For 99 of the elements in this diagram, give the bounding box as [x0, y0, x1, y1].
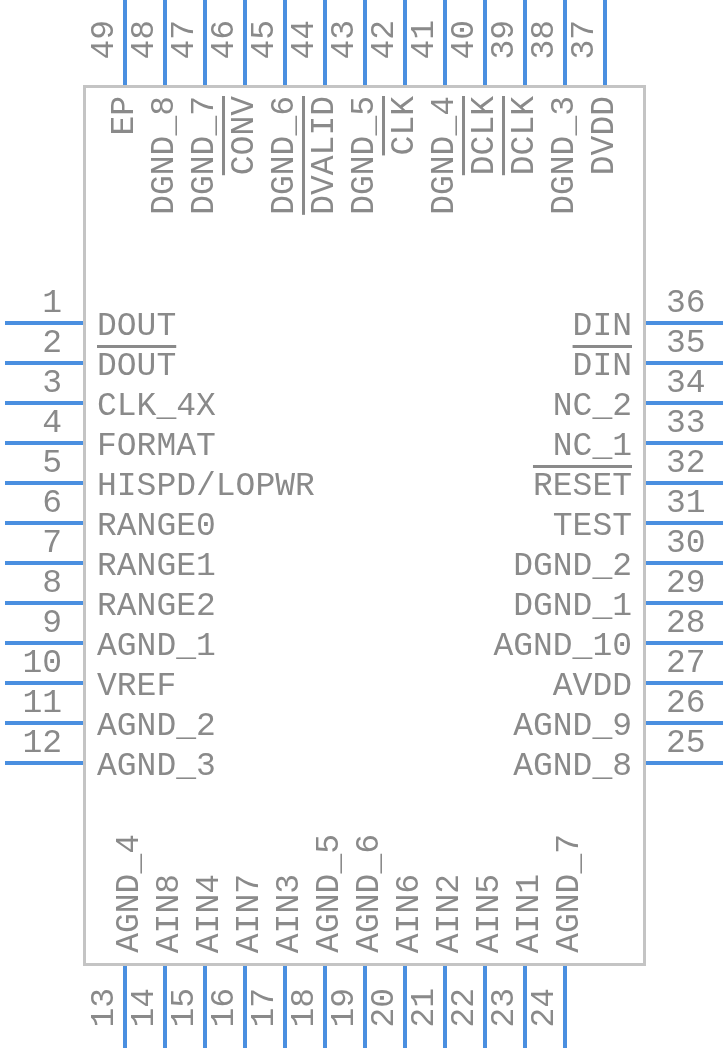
pin-number: 45: [248, 20, 282, 60]
pin-name: AGND_10: [493, 630, 632, 664]
pin-name: RANGE0: [97, 510, 216, 544]
pin-name: DGND_6: [268, 96, 302, 215]
pin-number: 14: [128, 988, 162, 1028]
pin-number: 26: [666, 687, 706, 721]
pin-name: DCLK: [508, 96, 542, 176]
pin-name: DGND_7: [188, 96, 222, 215]
pin-name: HISPD/LOPWR: [97, 470, 315, 504]
pin-name: AIN5: [473, 873, 507, 953]
pin-number: 18: [288, 988, 322, 1028]
pin-name: CLK_4X: [97, 390, 216, 424]
pin-number: 43: [328, 20, 362, 60]
pin-name: DGND_2: [513, 550, 632, 584]
pin-name: DGND_5: [348, 96, 382, 215]
pin-name: RANGE1: [97, 550, 216, 584]
pin-name: AGND_3: [97, 750, 216, 784]
pin-number: 8: [42, 567, 62, 601]
pin-number: 46: [208, 20, 242, 60]
pin-name: DGND_3: [548, 96, 582, 215]
pin-number: 30: [666, 527, 706, 561]
pin-number: 16: [208, 988, 242, 1028]
pin-name: DIN: [572, 350, 632, 384]
pin-name: AIN7: [233, 873, 267, 953]
pin-name: DGND_1: [513, 590, 632, 624]
pin-number: 6: [42, 487, 62, 521]
pin-number: 39: [488, 20, 522, 60]
pin-number: 49: [88, 20, 122, 60]
pin-name: AVDD: [552, 670, 632, 704]
pin-number: 37: [568, 20, 602, 60]
pin-number: 21: [408, 988, 442, 1028]
pin-number: 25: [666, 727, 706, 761]
pin-number: 2: [42, 327, 62, 361]
pin-name: VREF: [97, 670, 177, 704]
pin-name: AGND_2: [97, 710, 216, 744]
pin-name: AIN4: [193, 873, 227, 953]
pin-number: 13: [88, 988, 122, 1028]
pin-number: 7: [42, 527, 62, 561]
pin-number: 19: [328, 988, 362, 1028]
pin-number: 15: [168, 988, 202, 1028]
pin-number: 10: [22, 647, 62, 681]
pin-name: RESET: [532, 470, 632, 504]
pin-name: AIN2: [433, 873, 467, 953]
pin-name: AGND_6: [353, 834, 387, 953]
pin-number: 12: [22, 727, 62, 761]
pin-number: 32: [666, 447, 706, 481]
pin-number: 1: [42, 287, 62, 321]
pin-name: AIN6: [393, 873, 427, 953]
pin-name: NC_1: [552, 430, 632, 464]
pin-number: 34: [666, 367, 706, 401]
pin-number: 47: [168, 20, 202, 60]
pin-number: 11: [22, 687, 62, 721]
pin-name: FORMAT: [97, 430, 216, 464]
pin-name: EP: [108, 96, 142, 136]
pin-name: CONV: [228, 96, 262, 176]
pin-number: 17: [248, 988, 282, 1028]
pin-number: 3: [42, 367, 62, 401]
pin-name: RANGE2: [97, 590, 216, 624]
pin-number: 27: [666, 647, 706, 681]
pin-name: DOUT: [97, 350, 177, 384]
pin-name: AIN8: [153, 873, 187, 953]
pin-number: 29: [666, 567, 706, 601]
pin-number: 5: [42, 447, 62, 481]
pin-number: 31: [666, 487, 706, 521]
pin-number: 44: [288, 20, 322, 60]
pin-number: 42: [368, 20, 402, 60]
chip-body: [83, 85, 646, 966]
pin-number: 48: [128, 20, 162, 60]
pin-name: DGND_8: [148, 96, 182, 215]
pin-name: AGND_7: [553, 834, 587, 953]
pin-number: 36: [666, 287, 706, 321]
pin-name: CLK: [388, 96, 422, 156]
pin-name: AGND_5: [313, 834, 347, 953]
pin-number: 41: [408, 20, 442, 60]
pin-name: AGND_1: [97, 630, 216, 664]
pin-number: 28: [666, 607, 706, 641]
pin-name: DIN: [572, 310, 632, 344]
pin-name: DGND_4: [428, 96, 462, 215]
pin-number: 4: [42, 407, 62, 441]
pin-number: 20: [368, 988, 402, 1028]
pin-number: 35: [666, 327, 706, 361]
pin-number: 22: [448, 988, 482, 1028]
pin-name: AGND_8: [513, 750, 632, 784]
pin-name: AIN3: [273, 873, 307, 953]
pin-name: DCLK: [468, 96, 502, 176]
pin-number: 40: [448, 20, 482, 60]
pin-name: TEST: [552, 510, 632, 544]
pin-name: DOUT: [97, 310, 177, 344]
pin-name: AGND_9: [513, 710, 632, 744]
pin-name: DVDD: [588, 96, 622, 176]
pin-name: NC_2: [552, 390, 632, 424]
pin-number: 38: [528, 20, 562, 60]
pin-name: AIN1: [513, 873, 547, 953]
pin-number: 9: [42, 607, 62, 641]
pin-name: AGND_4: [113, 834, 147, 953]
pin-number: 33: [666, 407, 706, 441]
pin-name: DVALID: [308, 96, 342, 215]
pin-number: 23: [488, 988, 522, 1028]
pin-number: 24: [528, 988, 562, 1028]
